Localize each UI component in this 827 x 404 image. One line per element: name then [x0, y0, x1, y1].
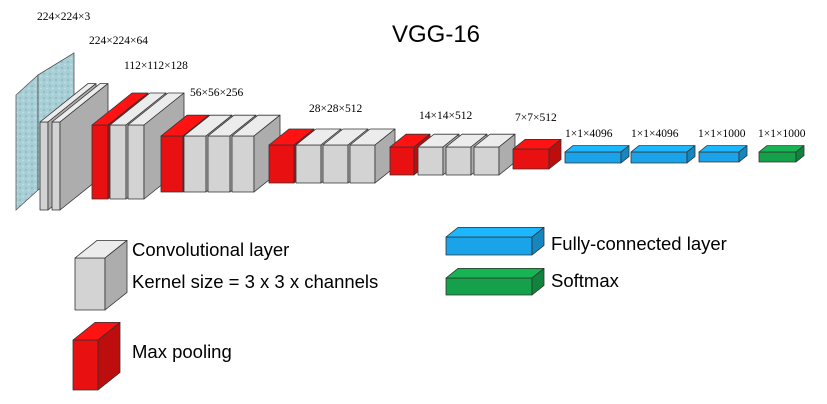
dim-label-conv2: 112×112×128 [124, 60, 188, 72]
fc6-block-side-face [620, 145, 630, 164]
conv4-3-block-front-face [349, 144, 376, 184]
conv3-2-block-front-face [207, 135, 231, 193]
legend-fc-swatch-side-face [531, 226, 545, 256]
fc6-block-front-face [564, 151, 622, 164]
legend-fc-swatch [445, 226, 545, 256]
legend-conv-swatch-side-face [104, 239, 128, 311]
legend-pool-swatch-front-face [72, 339, 99, 391]
legend-softmax-swatch [445, 267, 545, 296]
legend-softmax-swatch-top-face [445, 267, 545, 279]
conv5-1-block-front-face [417, 146, 444, 176]
legend-pool-swatch-side-face [97, 321, 121, 391]
fc8-block-front-face [698, 151, 740, 163]
legend-conv-kernel-label: Kernel size = 3 x 3 x channels [132, 271, 378, 292]
legend-fc-label: Fully-connected layer [551, 233, 727, 254]
legend-conv-swatch [74, 239, 128, 311]
conv1-1-block-front-face [39, 121, 49, 211]
dim-label-pool5: 7×7×512 [515, 112, 557, 124]
pool4-block-front-face [389, 146, 415, 176]
dim-label-conv1: 224×224×64 [89, 35, 148, 47]
fc6-block-top-face [564, 145, 630, 153]
conv4-3-block [349, 128, 396, 184]
conv3-3-block-front-face [231, 135, 255, 193]
input-image-front [15, 74, 39, 211]
dim-label-conv3: 56×56×256 [190, 87, 243, 99]
dim-label-fc6: 1×1×4096 [565, 128, 613, 140]
legend-pool-swatch [72, 321, 121, 391]
pool5-block [512, 138, 562, 170]
pool5-block-front-face [512, 148, 550, 170]
legend-softmax-label: Softmax [551, 270, 620, 291]
pool2-block-front-face [160, 135, 184, 193]
fc8-block-side-face [738, 145, 748, 163]
conv2-2-block-front-face [127, 124, 145, 200]
layer-blocks [39, 83, 805, 211]
legend-conv-label: Convolutional layer [132, 239, 289, 260]
conv5-3-block-front-face [473, 146, 500, 176]
legend [72, 226, 545, 391]
fc6-block [564, 145, 630, 164]
dim-label-softmax: 1×1×1000 [758, 128, 806, 140]
dim-label-conv5: 14×14×512 [419, 110, 472, 122]
conv4-1-block-front-face [295, 144, 322, 184]
legend-conv-swatch-front-face [74, 257, 106, 311]
conv5-3-block [473, 133, 516, 176]
softmax-block-front-face [758, 151, 797, 163]
softmax-block-side-face [795, 145, 805, 163]
conv5-2-block-front-face [445, 146, 472, 176]
pool1-block-front-face [91, 124, 109, 200]
softmax-block [758, 145, 805, 163]
diagram-title: VGG-16 [392, 21, 480, 48]
legend-softmax-swatch-side-face [531, 267, 545, 296]
pool3-block-front-face [268, 144, 295, 184]
fc8-block [698, 145, 748, 163]
pool5-block-side-face [548, 138, 562, 170]
dim-label-fc7: 1×1×4096 [631, 128, 679, 140]
fc7-block [630, 145, 696, 164]
dim-label-fc8: 1×1×1000 [698, 128, 746, 140]
conv1-2-block-front-face [51, 121, 61, 211]
conv3-1-block-front-face [183, 135, 207, 193]
conv4-2-block-front-face [322, 144, 349, 184]
fc7-block-side-face [686, 145, 696, 164]
dim-label-input: 224×224×3 [37, 11, 90, 23]
legend-pool-label: Max pooling [132, 341, 232, 362]
dim-label-conv4: 28×28×512 [309, 103, 362, 115]
legend-fc-swatch-front-face [445, 236, 533, 256]
fc7-block-front-face [630, 151, 688, 164]
legend-softmax-swatch-front-face [445, 277, 533, 296]
conv2-1-block-front-face [109, 124, 127, 200]
legend-fc-swatch-top-face [445, 226, 545, 238]
fc7-block-top-face [630, 145, 696, 153]
